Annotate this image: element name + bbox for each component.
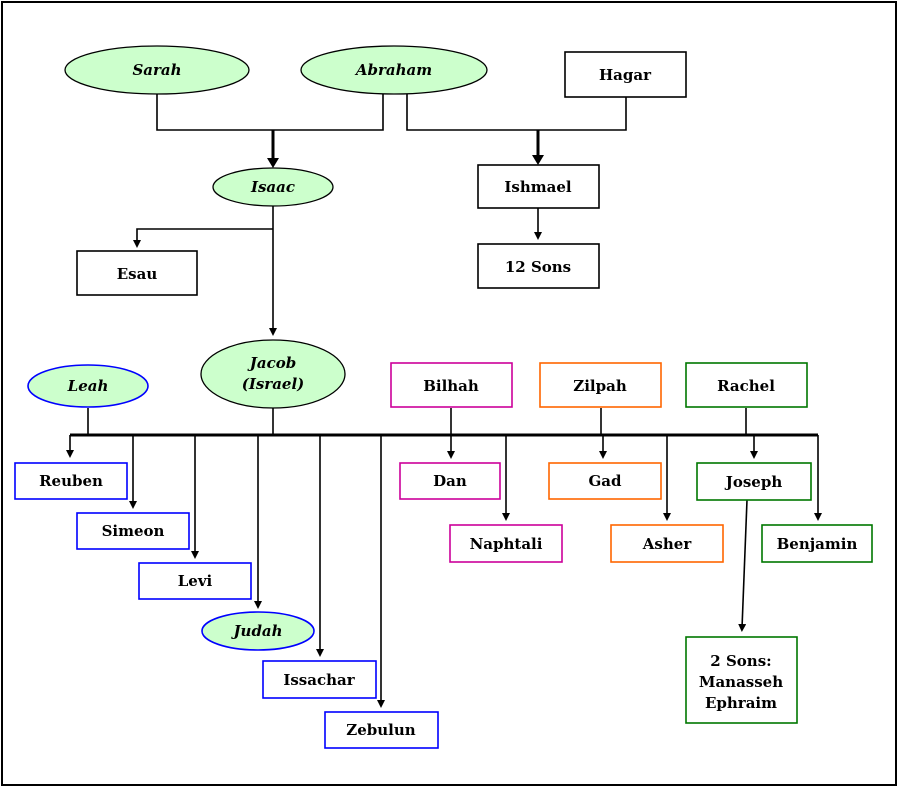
ishmael-label: Ishmael [504, 178, 572, 196]
isaac-ellipse [212, 167, 334, 207]
node-joseph-sons: 2 Sons: Manasseh Ephraim [685, 636, 798, 724]
hagar-label: Hagar [599, 66, 652, 84]
gad-box [548, 462, 662, 500]
levi-box [138, 562, 252, 600]
zilpah-label: Zilpah [573, 377, 627, 395]
node-simeon: Simeon [76, 512, 190, 550]
jacob-label-line2: (Israel) [242, 375, 305, 393]
bilhah-box [390, 362, 513, 408]
zebulun-box [324, 711, 439, 749]
esau-connector [133, 228, 273, 248]
jacob-ellipse [200, 339, 346, 409]
asher-label: Asher [642, 535, 693, 553]
node-esau: Esau [76, 250, 198, 296]
ishmael-arrowhead [532, 155, 544, 165]
node-ishmael: Ishmael [477, 164, 600, 209]
node-bilhah: Bilhah [390, 362, 513, 408]
ishmael-box [477, 164, 600, 209]
rachel-box [685, 362, 808, 408]
judah-label: Judah [230, 622, 282, 640]
joseph-sons-label-line3: Ephraim [705, 694, 777, 712]
node-sarah: Sarah [64, 45, 250, 95]
joseph-sons-label-line2: Manasseh [699, 673, 783, 691]
isaac-label: Isaac [250, 178, 295, 196]
leah-ellipse [27, 364, 149, 408]
simeon-label: Simeon [102, 522, 165, 540]
leah-label: Leah [67, 377, 109, 395]
esau-box [76, 250, 198, 296]
node-rachel: Rachel [685, 362, 808, 408]
simeon-box [76, 512, 190, 550]
benjamin-box [761, 524, 873, 563]
zilpah-box [539, 362, 662, 408]
node-isaac: Isaac [212, 167, 334, 207]
node-benjamin: Benjamin [761, 524, 873, 563]
benjamin-label: Benjamin [777, 535, 858, 553]
jacob-label-line1: Jacob [247, 354, 296, 372]
reuben-label: Reuben [39, 472, 103, 490]
esau-label: Esau [117, 265, 158, 283]
dan-label: Dan [433, 472, 467, 490]
issachar-box [262, 660, 377, 699]
node-hagar: Hagar [564, 51, 687, 98]
node-leah: Leah [27, 364, 149, 408]
connectors [66, 94, 822, 708]
joseph-label: Joseph [724, 473, 783, 491]
dan-box [399, 462, 501, 500]
reuben-box [14, 462, 128, 500]
isaac-arrowhead [267, 158, 279, 168]
node-jacob: Jacob (Israel) [200, 339, 346, 409]
node-zilpah: Zilpah [539, 362, 662, 408]
gad-label: Gad [588, 472, 622, 490]
zebulun-label: Zebulun [346, 721, 415, 739]
node-dan: Dan [399, 462, 501, 500]
hagar-box [564, 51, 687, 98]
judah-ellipse [201, 611, 315, 651]
asher-box [610, 524, 724, 563]
twelve-sons-label: 12 Sons [505, 258, 571, 276]
twelve-sons-box [477, 243, 600, 289]
naphtali-label: Naphtali [470, 535, 543, 553]
node-gad: Gad [548, 462, 662, 500]
issachar-label: Issachar [283, 671, 355, 689]
abraham-ellipse [300, 45, 488, 95]
node-zebulun: Zebulun [324, 711, 439, 749]
node-reuben: Reuben [14, 462, 128, 500]
abraham-label: Abraham [354, 61, 432, 79]
node-naphtali: Naphtali [449, 524, 563, 563]
sarah-abraham-connector [156, 94, 384, 131]
node-joseph: Joseph [696, 462, 812, 501]
node-twelve-sons: 12 Sons [477, 243, 600, 289]
joseph-box [696, 462, 812, 501]
joseph-sons-box [685, 636, 798, 724]
bilhah-label: Bilhah [423, 377, 479, 395]
joseph-sons-label-line1: 2 Sons: [710, 652, 771, 670]
node-asher: Asher [610, 524, 724, 563]
naphtali-box [449, 524, 563, 563]
node-abraham: Abraham [300, 45, 488, 95]
abraham-hagar-connector [406, 94, 627, 131]
rachel-label: Rachel [717, 377, 775, 395]
joseph-sons-connector [738, 499, 748, 632]
node-issachar: Issachar [262, 660, 377, 699]
node-judah: Judah [201, 611, 315, 651]
sarah-label: Sarah [132, 61, 181, 79]
sarah-ellipse [64, 45, 250, 95]
levi-label: Levi [178, 572, 213, 590]
node-levi: Levi [138, 562, 252, 600]
